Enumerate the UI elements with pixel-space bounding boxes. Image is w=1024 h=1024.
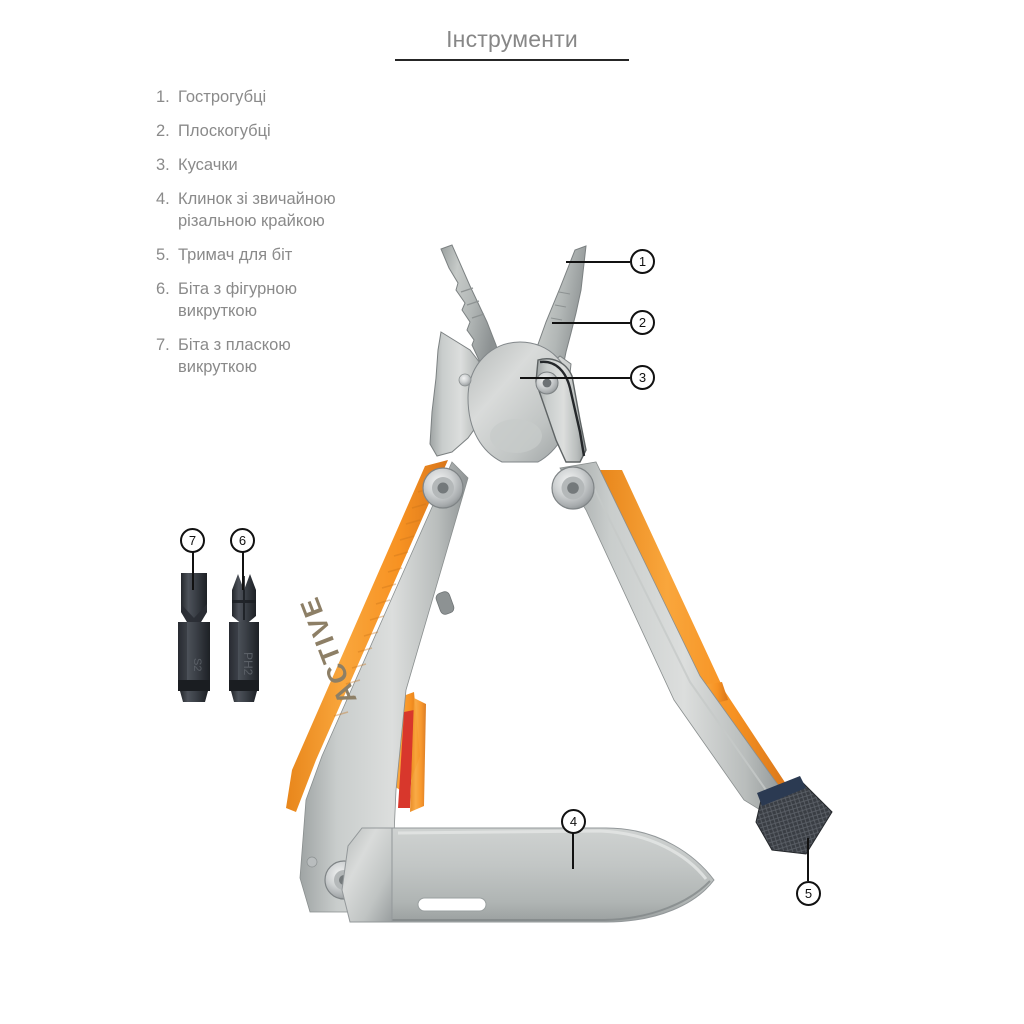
callout-marker-2[interactable]: 2 (630, 310, 655, 335)
jaw-left-serration (460, 287, 485, 319)
blade-spine-highlight (397, 829, 708, 880)
left-handle-orange-edge (286, 460, 448, 812)
list-item-label: Плоскогубці (178, 122, 271, 140)
leader-line-5 (807, 838, 809, 881)
leader-line-6 (242, 552, 244, 590)
jaw-rivet (458, 373, 472, 387)
blade-thumb-slot[interactable] (417, 897, 487, 912)
title-divider (395, 59, 629, 61)
callout-marker-1[interactable]: 1 (630, 249, 655, 274)
callout-marker-3[interactable]: 3 (630, 365, 655, 390)
right-handle-steel (559, 461, 787, 817)
bit-holder-collar (757, 776, 806, 806)
leader-line-3 (520, 377, 630, 379)
list-item: 1. Гострогубці (156, 86, 416, 108)
list-item-number: 3. (156, 156, 170, 174)
right-handle-orange-edge (600, 470, 790, 806)
bit-flathead-hex-facet (178, 622, 187, 680)
leader-line-1 (566, 261, 630, 263)
list-item: 7. Біта з пласкою викруткою (156, 334, 416, 378)
main-blade-group (341, 827, 715, 923)
bit-phillips-cross (232, 576, 256, 620)
list-item-number: 2. (156, 122, 170, 140)
left-handle-small-screw (306, 856, 318, 868)
left-pivot-screw-torx (437, 482, 449, 494)
right-handle-bevel (591, 483, 767, 791)
list-item-number: 4. (156, 190, 170, 208)
list-item-label: Клинок зі звичайною різальною крайкою (178, 190, 336, 230)
bit-phillips-marking: PH2 (241, 652, 255, 676)
jaw-right-serration (550, 291, 571, 321)
list-item: 2. Плоскогубці (156, 120, 416, 142)
bit-flathead-base (180, 691, 208, 702)
list-item-number: 6. (156, 280, 170, 298)
page-title: Інструменти (446, 26, 578, 52)
left-handle-grip-texture (333, 487, 433, 717)
bit-flathead-tip-bevel (181, 604, 207, 622)
leader-line-2 (552, 322, 630, 324)
list-item-label: Біта з фігурною викруткою (178, 280, 297, 320)
list-item: 5. Тримач для біт (156, 244, 416, 266)
right-handle-group (551, 461, 833, 855)
left-handle-group: ACTIVE (286, 460, 469, 913)
bit-phillips-hex-facet (229, 622, 238, 680)
pivot-plate-emboss (490, 419, 542, 453)
callout-marker-7[interactable]: 7 (180, 528, 205, 553)
tools-legend-list: 1. Гострогубці 2. Плоскогубці 3. Кусачки… (156, 86, 416, 390)
list-item-number: 5. (156, 246, 170, 264)
list-item-label: Кусачки (178, 156, 238, 174)
list-item-number: 7. (156, 336, 170, 354)
callout-marker-4[interactable]: 4 (561, 809, 586, 834)
list-item: 3. Кусачки (156, 154, 416, 176)
callout-marker-5[interactable]: 5 (796, 881, 821, 906)
screwdriver-bits-group: S2 PH2 (178, 573, 259, 702)
bit-flathead: S2 (178, 573, 210, 702)
needle-nose-jaw-left (440, 244, 501, 373)
bit-flathead-marking: S2 (191, 658, 203, 671)
blade-cutting-edge (392, 880, 711, 921)
leader-line-7 (192, 552, 194, 590)
bit-phillips: PH2 (229, 574, 259, 702)
cutter-arm-right-shadow (539, 360, 586, 457)
list-item-label: Тримач для біт (178, 246, 293, 264)
bit-phillips-base (231, 691, 257, 702)
left-handle-red-accent (398, 710, 414, 808)
jaw-torx-screw-slot (542, 378, 552, 388)
bit-phillips-groove (229, 680, 259, 691)
list-item: 6. Біта з фігурною викруткою (156, 278, 416, 322)
page-title-block: Інструменти (395, 24, 629, 61)
list-item-number: 1. (156, 88, 170, 106)
list-item-label: Біта з пласкою викруткою (178, 336, 291, 376)
left-handle-inner-grip (410, 698, 426, 812)
list-item-label: Гострогубці (178, 88, 267, 106)
bit-flathead-tip (181, 573, 207, 622)
blade-tang (341, 827, 393, 923)
callout-marker-6[interactable]: 6 (230, 528, 255, 553)
leader-line-4 (572, 833, 574, 869)
lock-slider-button[interactable] (435, 590, 456, 615)
plier-jaws-group (429, 244, 587, 463)
right-pivot-screw-torx (567, 482, 579, 494)
bit-flathead-groove (178, 680, 210, 691)
list-item: 4. Клинок зі звичайною різальною крайкою (156, 188, 416, 232)
